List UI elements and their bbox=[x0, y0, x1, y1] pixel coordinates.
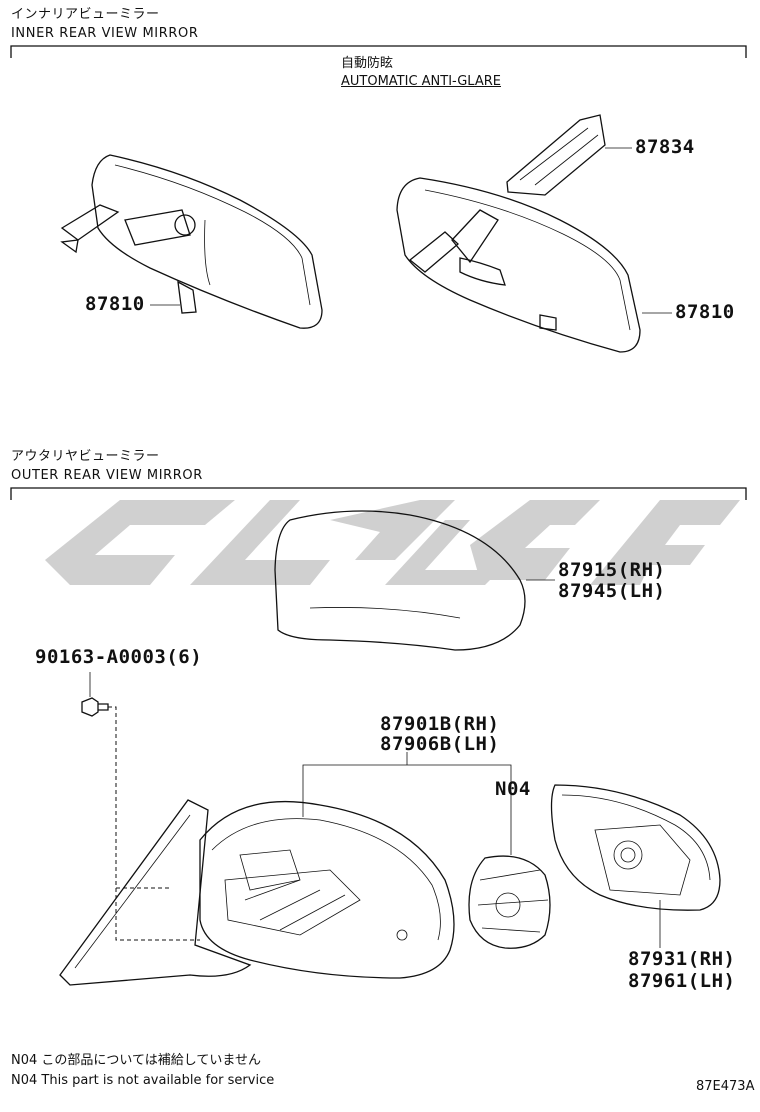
part-87810-left[interactable]: 87810 bbox=[85, 293, 145, 315]
inner-subtitle-en: AUTOMATIC ANTI-GLARE bbox=[341, 74, 501, 89]
inner-subtitle-jp: 自動防眩 bbox=[341, 56, 394, 71]
anti-glare-sensor-cover bbox=[506, 114, 606, 196]
mirror-glass bbox=[550, 784, 721, 911]
outer-mirror-cover bbox=[274, 510, 526, 651]
figure-id: 87E473A bbox=[696, 1079, 755, 1094]
part-87906b-lh[interactable]: 87906B(LH) bbox=[380, 733, 500, 755]
inner-mirror-standard bbox=[60, 154, 323, 329]
bracket-87901b bbox=[302, 752, 512, 855]
inner-mirror-anti-glare bbox=[396, 177, 641, 353]
part-87961-lh[interactable]: 87961(LH) bbox=[628, 970, 736, 992]
mirror-actuator bbox=[468, 855, 551, 949]
screw bbox=[81, 672, 200, 941]
part-87834[interactable]: 87834 bbox=[635, 136, 695, 158]
inner-title-jp: インナリアビューミラー bbox=[11, 7, 160, 22]
part-87945-lh[interactable]: 87945(LH) bbox=[558, 580, 666, 602]
part-87931-rh[interactable]: 87931(RH) bbox=[628, 948, 736, 970]
part-87915-rh[interactable]: 87915(RH) bbox=[558, 559, 666, 581]
outer-section-bracket bbox=[10, 487, 747, 500]
part-90163-a0003[interactable]: 90163-A0003(6) bbox=[35, 646, 203, 668]
note-en: N04 This part is not available for servi… bbox=[11, 1073, 275, 1088]
inner-section-bracket bbox=[10, 45, 747, 58]
inner-title-en: INNER REAR VIEW MIRROR bbox=[11, 26, 199, 41]
outer-title-en: OUTER REAR VIEW MIRROR bbox=[11, 468, 203, 483]
outer-mirror-housing bbox=[59, 799, 455, 986]
outer-title-jp: アウタリヤビューミラー bbox=[11, 449, 160, 464]
watermark-logo bbox=[45, 500, 740, 585]
part-87810-right[interactable]: 87810 bbox=[675, 301, 735, 323]
part-87901b-rh[interactable]: 87901B(RH) bbox=[380, 713, 500, 735]
part-n04[interactable]: N04 bbox=[495, 778, 531, 800]
note-jp: N04 この部品については補給していません bbox=[11, 1053, 261, 1068]
